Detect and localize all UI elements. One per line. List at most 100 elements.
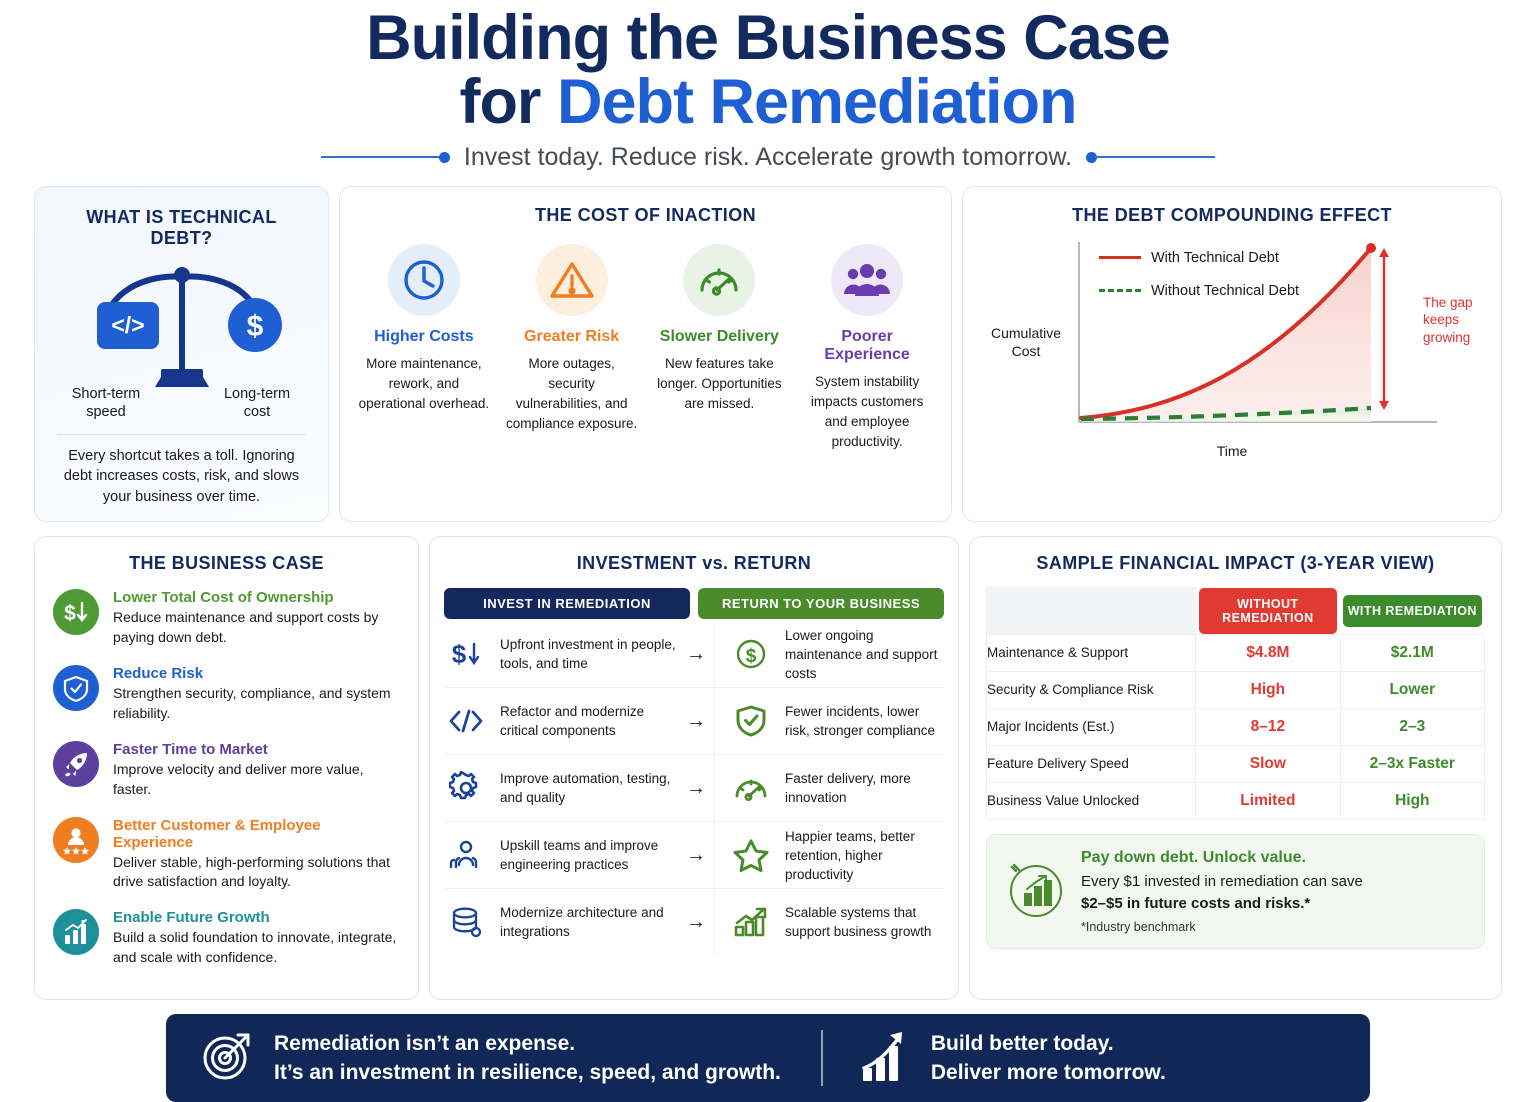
table-row: Upskill teams and improve engineering pr… (444, 822, 944, 890)
shield-check-icon (729, 704, 773, 738)
arrow-icon: → (686, 843, 706, 866)
investment-vs-return-panel: INVESTMENT vs. RETURN INVEST IN REMEDIAT… (429, 536, 959, 1001)
list-item: Reduce Risk Strengthen security, complia… (53, 665, 400, 724)
closing-banner: Remediation isn’t an expense. It’s an in… (166, 1014, 1370, 1102)
financial-impact-panel: SAMPLE FINANCIAL IMPACT (3-YEAR VIEW) WI… (969, 536, 1502, 1001)
gear-icon (444, 771, 488, 805)
svg-text:$: $ (452, 639, 467, 669)
list-item-heading: Lower Total Cost of Ownership (113, 589, 334, 607)
invest-text: Modernize architecture and integrations (500, 905, 664, 940)
technical-debt-panel: WHAT IS TECHNICAL DEBT? </> $ Short-term… (34, 185, 329, 523)
scale-labels: Short-term speed Long-term cost (53, 385, 310, 422)
page-subtitle: Invest today. Reduce risk. Accelerate gr… (463, 142, 1073, 171)
series-without-technical-debt (1080, 405, 1372, 421)
growth-chart-circle-icon (1003, 858, 1065, 925)
rocket-icon (53, 740, 99, 787)
bottom-row: THE BUSINESS CASE $ Lower Total Cost of … (0, 536, 1536, 1001)
row-value-without: 8–12 (1195, 707, 1341, 746)
star-icon (729, 838, 773, 873)
row-label: Feature Delivery Speed (985, 744, 1197, 783)
inaction-body: System instability impacts customers and… (810, 373, 924, 450)
invest-text: Refactor and modernize critical componen… (500, 704, 645, 739)
list-item-heading: Reduce Risk (113, 665, 204, 683)
banner-right-line-2: Deliver more tomorrow. (930, 1061, 1166, 1085)
chart-y-axis-label: Cumulative Cost (990, 324, 1062, 359)
list-item-heading: Enable Future Growth (113, 909, 270, 927)
callout-line-1: Every $1 invested in remediation can sav… (1081, 872, 1363, 890)
technical-debt-note: Every shortcut takes a toll. Ignoring de… (63, 447, 300, 505)
row-value-with: Lower (1339, 670, 1486, 709)
return-text: Scalable systems that support business g… (785, 905, 932, 940)
row-value-without: Limited (1195, 781, 1341, 820)
invest-text: Upfront investment in people, tools, and… (500, 637, 676, 672)
people-icon (444, 839, 488, 871)
inaction-item-higher-costs: Higher Costs More maintenance, rework, a… (350, 243, 498, 453)
table-row: Improve automation, testing, and quality… (444, 755, 944, 823)
arrow-icon: → (686, 642, 706, 665)
table-row: Major Incidents (Est.) 8–12 2–3 (985, 707, 1486, 746)
list-item-body: Improve velocity and deliver more value,… (113, 760, 364, 797)
growth-arrow-icon (729, 906, 773, 938)
financial-impact-title: SAMPLE FINANCIAL IMPACT (3-YEAR VIEW) (1036, 553, 1435, 574)
table-header-blank (985, 587, 1196, 635)
list-item: $ Lower Total Cost of Ownership Reduce m… (53, 589, 400, 648)
list-item: Better Customer & Employee Experience De… (53, 816, 400, 893)
shield-check-icon (53, 665, 99, 712)
svg-text:$: $ (247, 310, 264, 343)
arrow-icon: → (686, 910, 706, 933)
code-brackets-icon (97, 301, 159, 349)
invest-text: Improve automation, testing, and quality (500, 771, 671, 806)
title-accent: Debt Remediation (556, 67, 1078, 138)
inaction-heading: Higher Costs (374, 327, 474, 345)
row-label: Maintenance & Support (985, 633, 1197, 672)
row-value-with: 2–3x Faster (1339, 744, 1486, 783)
table-row: Modernize architecture and integrations … (444, 889, 944, 956)
banner-left-line-1: Remediation isn’t an expense. (274, 1031, 576, 1055)
table-row: Feature Delivery Speed Slow 2–3x Faster (985, 744, 1486, 783)
dollar-coin-icon (228, 297, 282, 352)
bar-growth-icon (857, 1028, 911, 1089)
dollar-down-icon: $ (444, 637, 488, 671)
return-text: Lower ongoing maintenance and support co… (785, 627, 938, 681)
investment-return-title: INVESTMENT vs. RETURN (576, 553, 812, 574)
table-row: Maintenance & Support $4.8M $2.1M (985, 633, 1486, 672)
speedometer-icon (683, 243, 756, 316)
scale-label-right: Long-term cost (223, 385, 291, 421)
table-row: Business Value Unlocked Limited High (985, 781, 1486, 820)
code-brackets-icon (444, 706, 488, 736)
database-gear-icon (444, 905, 488, 939)
table-row: $ Upfront investment in people, tools, a… (444, 621, 944, 689)
list-item-body: Reduce maintenance and support costs by … (113, 609, 379, 646)
subtitle-decor-left (320, 151, 450, 163)
list-item-heading: Faster Time to Market (113, 740, 268, 758)
inaction-item-greater-risk: Greater Risk More outages, security vuln… (498, 243, 646, 453)
return-text: Happier teams, better retention, higher … (785, 828, 915, 882)
title-line-1: Building the Business Case (366, 3, 1171, 73)
dollar-circle-icon: $ (729, 637, 773, 671)
inaction-heading: Slower Delivery (659, 327, 779, 345)
financial-impact-table: WITHOUT REMEDIATION WITH REMEDIATION Mai… (985, 587, 1486, 820)
row-label: Business Value Unlocked (985, 781, 1197, 820)
row-value-without: $4.8M (1195, 633, 1341, 672)
title-line-2: for Debt Remediation (0, 70, 1536, 134)
column-header-without: WITHOUT REMEDIATION (1198, 587, 1338, 634)
savings-callout: Pay down debt. Unlock value. Every $1 in… (986, 833, 1485, 950)
row-value-with: 2–3 (1339, 707, 1486, 746)
growth-chart-icon (53, 909, 99, 956)
banner-divider (820, 1030, 823, 1087)
page-title: Building the Business Case for Debt Reme… (0, 6, 1536, 135)
user-stars-icon (53, 816, 99, 863)
chart-legend: With Technical Debt Without Technical De… (1099, 250, 1299, 316)
return-column-header: RETURN TO YOUR BUSINESS (698, 588, 944, 620)
arrow-icon: → (686, 709, 706, 732)
list-item: Faster Time to Market Improve velocity a… (53, 740, 400, 800)
callout-heading: Pay down debt. Unlock value. (1081, 848, 1306, 866)
cost-of-inaction-items: Higher Costs More maintenance, rework, a… (350, 243, 941, 453)
subtitle-row: Invest today. Reduce risk. Accelerate gr… (0, 143, 1536, 172)
legend-swatch-red (1099, 256, 1141, 259)
table-row: Refactor and modernize critical componen… (444, 688, 944, 756)
business-case-list: $ Lower Total Cost of Ownership Reduce m… (53, 589, 400, 968)
divider (57, 433, 306, 435)
page-header: Building the Business Case for Debt Reme… (0, 0, 1536, 172)
legend-label: With Technical Debt (1151, 249, 1279, 266)
